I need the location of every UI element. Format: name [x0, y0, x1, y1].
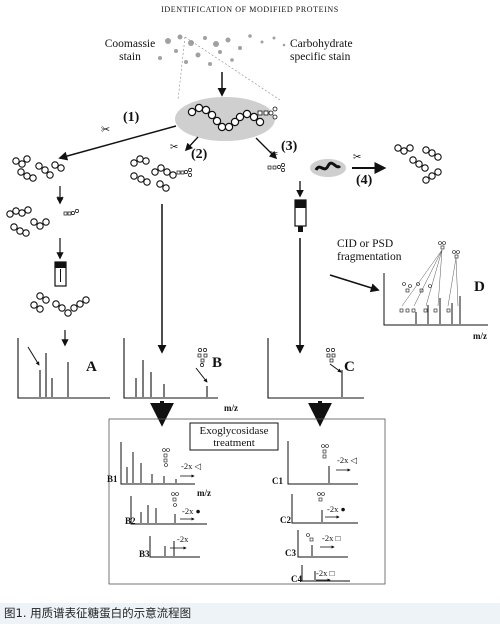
caption-bar: [0, 603, 500, 624]
exoglycosidase-panel: [108, 418, 386, 585]
column-icon: [294, 199, 307, 232]
route-3-label: (3): [281, 139, 298, 154]
C1-label: C1: [272, 476, 283, 486]
spectrum-D-label: D: [474, 279, 485, 295]
C4-loss-label: -2x □: [316, 568, 335, 578]
spectrum-D: [383, 273, 488, 326]
route-1-label: (1): [123, 110, 140, 125]
column-icon: [54, 261, 67, 287]
spectrum-B: [123, 338, 218, 399]
spectrum-C2: [291, 494, 358, 524]
figure-caption: 图1. 用质谱表征糖蛋白的示意流程图: [4, 606, 192, 620]
scissors-icon: ✂: [170, 142, 178, 153]
gel-image: [158, 34, 286, 66]
spectrum-C1: [287, 441, 358, 485]
C2-label: C2: [280, 515, 291, 525]
spectrum-B2: [130, 496, 207, 525]
C4-label: C4: [291, 574, 302, 584]
B3-label: B3: [139, 549, 150, 559]
figure-header: IDENTIFICATION OF MODIFIED PROTEINS: [161, 5, 339, 14]
route-3-arrow: [255, 137, 278, 160]
scissors-icon: ✂: [270, 149, 278, 160]
spectrum-A: [17, 338, 110, 399]
exoglycosidase-title-box: [189, 422, 279, 451]
scissors-icon: ✂: [353, 152, 361, 163]
spectrum-B1: [120, 442, 195, 485]
glycosidase-scissors-icon: ✂: [57, 194, 64, 203]
C1-loss-label: -2x ◁: [337, 455, 357, 465]
B1-loss-label: -2x ◁: [181, 461, 201, 471]
route-2-label: (2): [191, 147, 208, 162]
route-2-peptides: [130, 155, 177, 192]
C3-loss-label: -2x □: [322, 533, 341, 543]
spectrum-C: [267, 338, 364, 399]
spectrum-C4: [301, 565, 350, 582]
C3-label: C3: [285, 548, 296, 558]
glycan-tree: [257, 106, 278, 120]
spectrum-C3: [297, 530, 348, 558]
B1-label: B1: [107, 474, 118, 484]
spectrum-C-label: C: [344, 359, 355, 375]
route-4-label: (4): [356, 173, 373, 188]
route-1-arrow: [58, 125, 177, 161]
scissors-icon: ✂: [101, 124, 110, 136]
spectrum-B-label: B: [212, 355, 222, 371]
B2-label: B2: [125, 516, 136, 526]
C2-loss-label: -2x ●: [327, 504, 346, 514]
spectrum-B3: [149, 536, 200, 558]
route-2-arrow: [184, 136, 199, 152]
route-4-peptides: [394, 144, 442, 184]
mz-label-B1: m/z: [197, 488, 211, 498]
B2-loss-label: -2x ●: [182, 506, 201, 516]
glycoprotein-chain: [187, 103, 265, 132]
mz-label-D: m/z: [473, 331, 487, 341]
mz-label-B: m/z: [224, 403, 238, 413]
spectrum-A-label: A: [86, 359, 97, 375]
B3-loss-label: -2x: [177, 534, 189, 544]
route-1-peptides: [12, 155, 65, 182]
